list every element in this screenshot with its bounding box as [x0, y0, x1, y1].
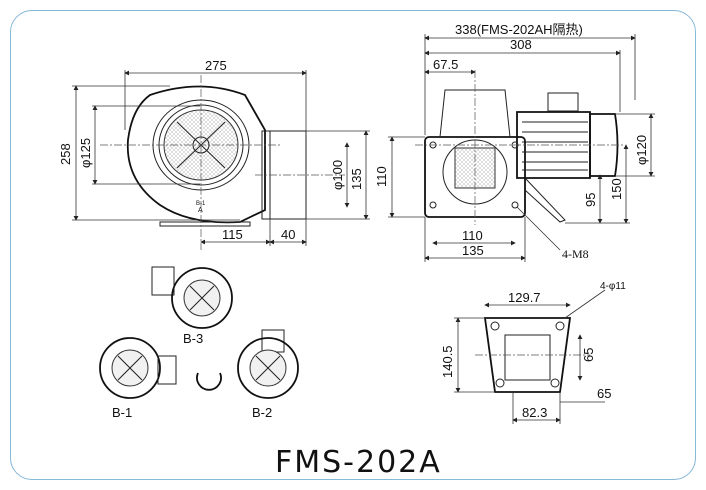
dim-110-side: 110	[374, 166, 389, 187]
dim-135-base: 135	[462, 243, 484, 258]
orientation-b2: B-2	[237, 329, 299, 420]
dim-129-7: 129.7	[508, 290, 541, 305]
dim-65-right: 65	[597, 386, 611, 401]
dim-150: 150	[609, 178, 624, 200]
label-4-phi11: 4-φ11	[600, 281, 626, 292]
dim-phi125: φ125	[78, 138, 93, 168]
dim-115: 115	[222, 227, 243, 242]
label-b2: B-2	[252, 405, 272, 420]
orientation-b1: B-1	[99, 337, 177, 420]
dim-95: 95	[583, 193, 598, 207]
dim-110-bolt: 110	[462, 228, 483, 243]
dim-258: 258	[58, 143, 73, 165]
dim-65-vertical: 65	[581, 348, 596, 362]
dim-phi100: φ100	[330, 160, 345, 190]
front-view: B-1 A 275 258 φ125 φ100 135 115 40	[58, 58, 370, 250]
dim-82-3: 82.3	[522, 405, 547, 420]
rotation-arrow-icon	[196, 372, 222, 391]
orientation-b3: B-3	[151, 266, 233, 346]
dim-338-ah: 338(FMS-202AH隔热)	[455, 22, 583, 37]
dim-140-5: 140.5	[440, 345, 455, 378]
base-view: 129.7 4-φ11 140.5 65 65 82.3	[440, 281, 626, 424]
svg-text:A: A	[198, 207, 203, 214]
dim-275: 275	[205, 58, 227, 73]
dim-phi120: φ120	[634, 135, 649, 165]
dim-135-front: 135	[349, 168, 364, 190]
dim-40: 40	[281, 227, 295, 242]
dim-308: 308	[510, 37, 532, 52]
label-4-m8: 4-M8	[562, 247, 589, 261]
side-view: 338(FMS-202AH隔热) 308 67.5 110 φ120 95 15…	[374, 22, 655, 262]
svg-text:B-1: B-1	[196, 201, 206, 207]
label-b1: B-1	[112, 405, 132, 420]
dim-67-5: 67.5	[433, 57, 458, 72]
drawing-frame	[10, 10, 696, 480]
model-title: FMS-202A	[275, 445, 442, 480]
label-b3: B-3	[183, 331, 203, 346]
